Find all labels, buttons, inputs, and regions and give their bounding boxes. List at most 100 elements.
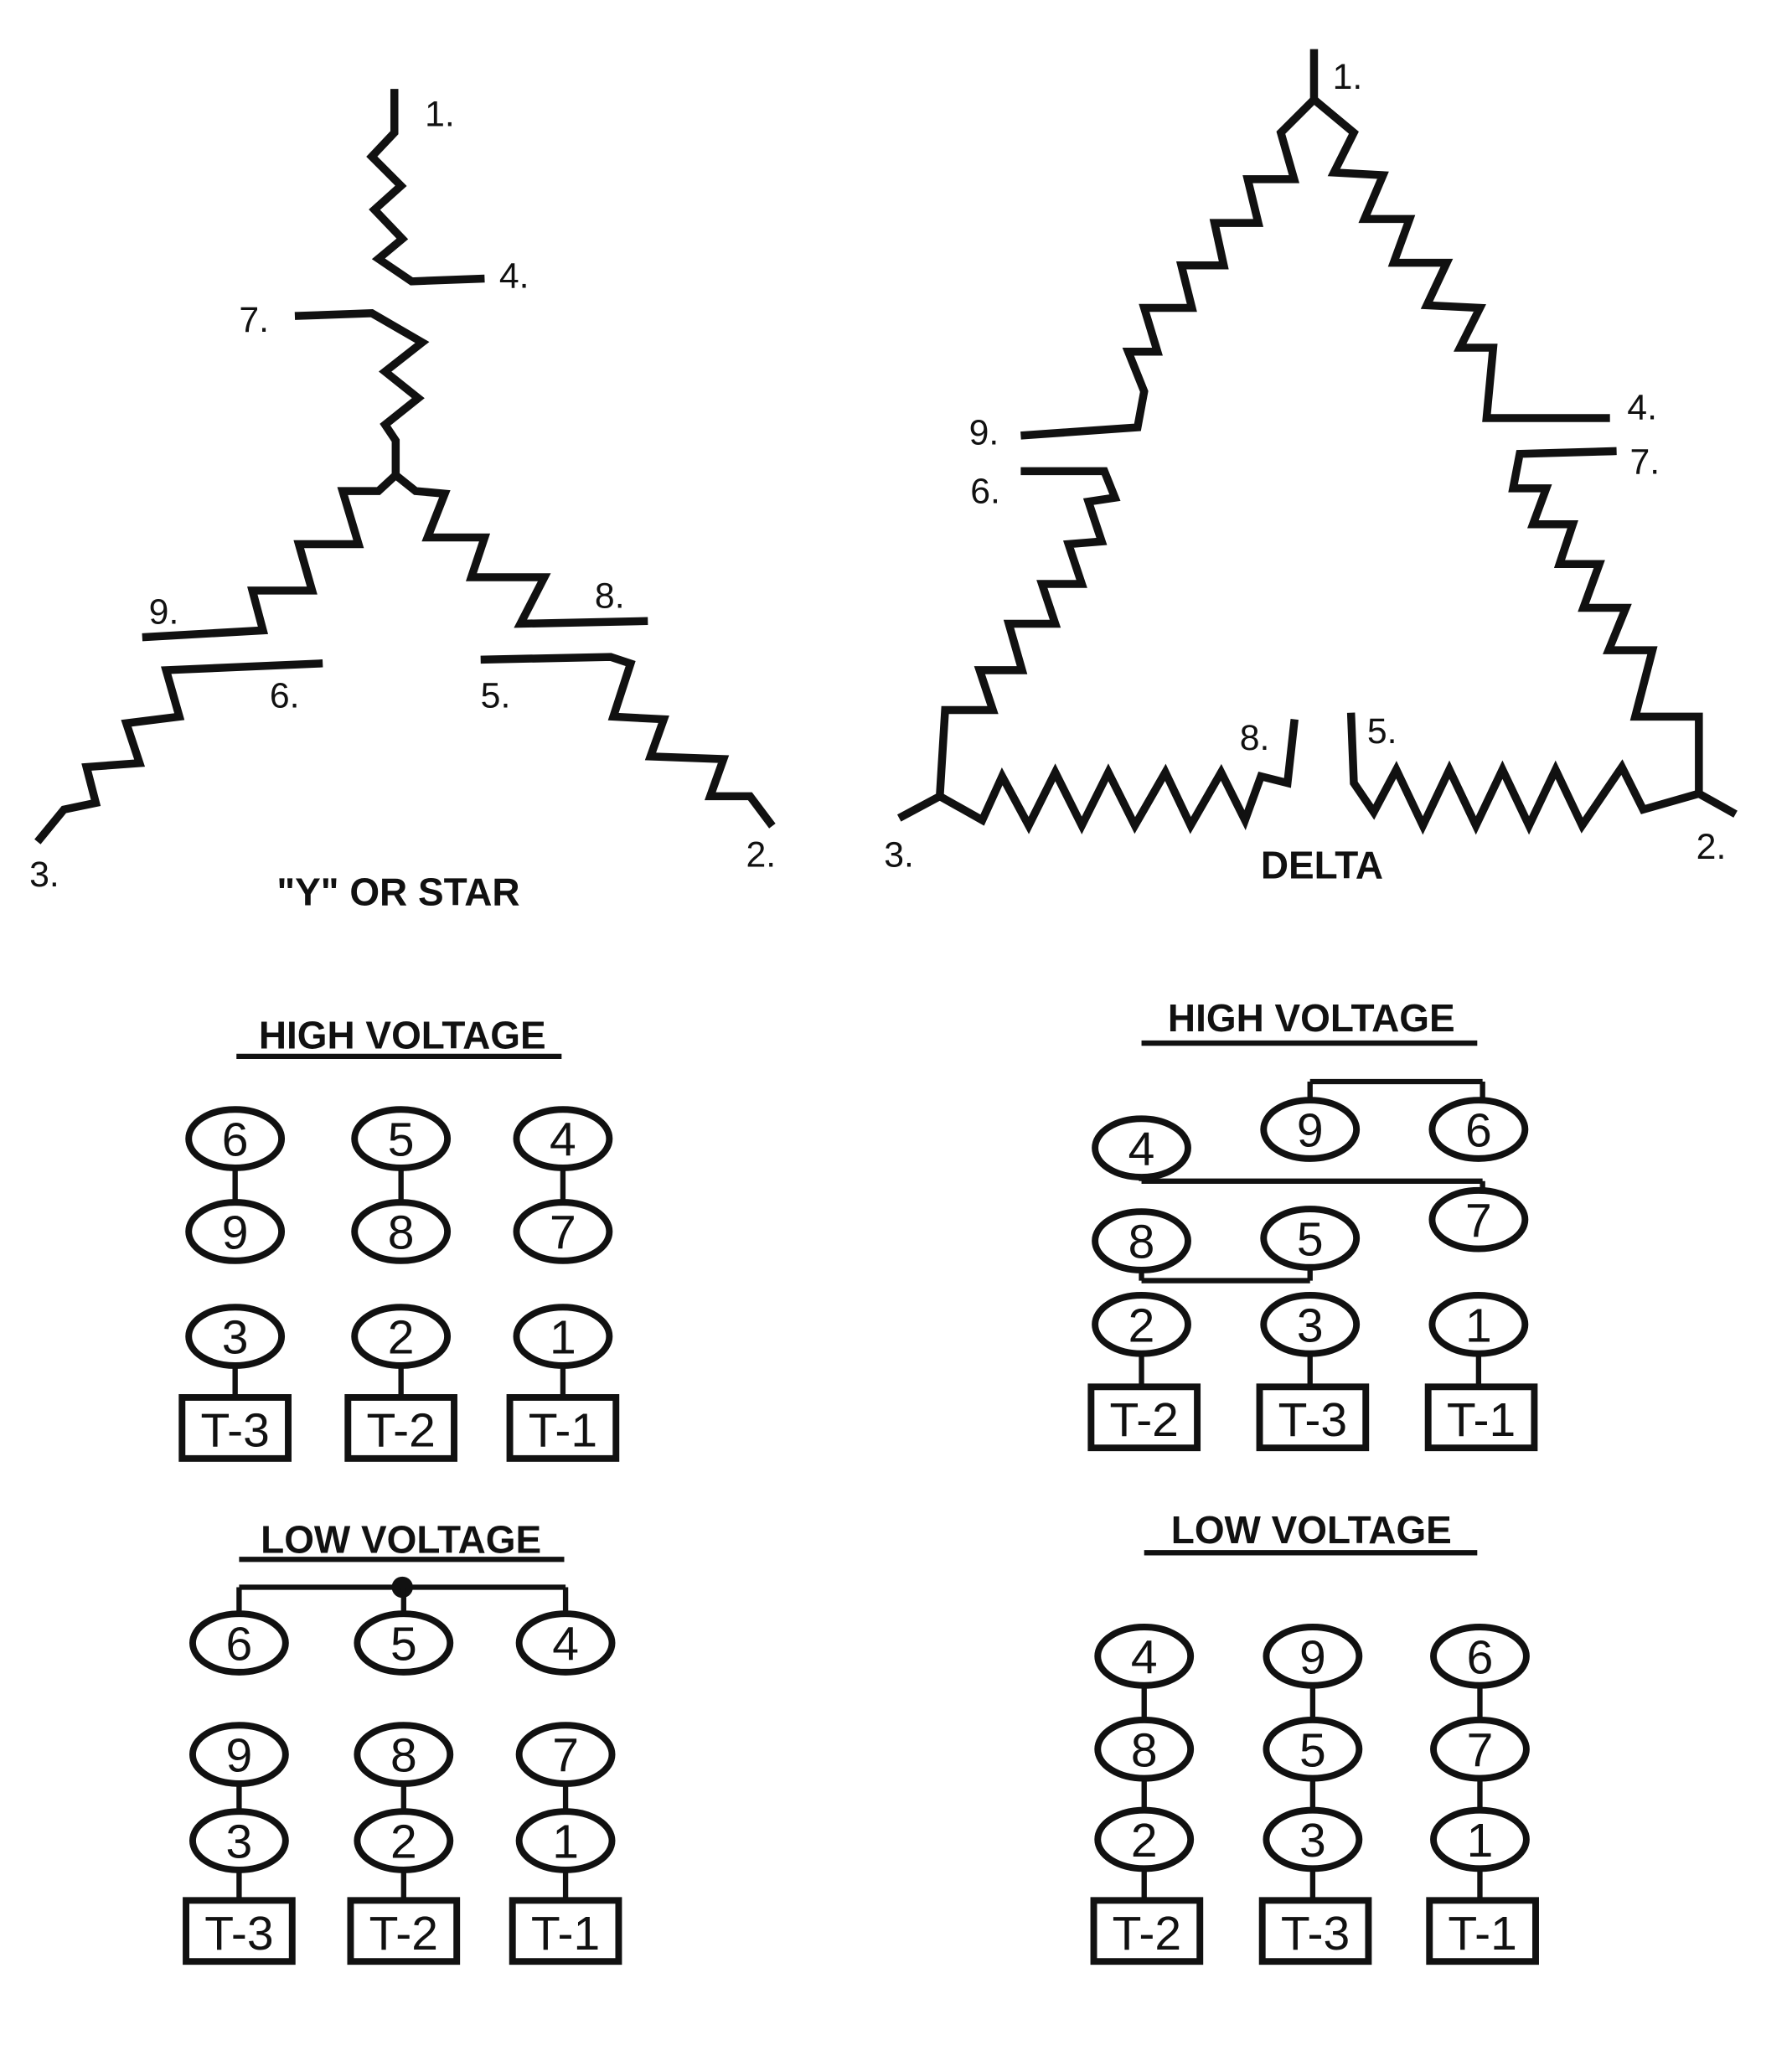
lead-number: 9	[1299, 1630, 1326, 1684]
oval-outline	[1092, 1208, 1191, 1273]
lead-oval: 1	[513, 1304, 613, 1369]
oval-outline	[515, 1610, 616, 1676]
oval-outline	[1260, 1292, 1361, 1357]
lead-oval: 2	[354, 1808, 454, 1873]
coil-1-9	[1020, 94, 1320, 440]
oval-outline	[1260, 1097, 1361, 1162]
lead-number: 1	[552, 1816, 579, 1869]
terminal-label: T-1	[529, 1404, 597, 1458]
lead-oval: 1	[1430, 1806, 1530, 1872]
lead-oval: 4	[1092, 1115, 1191, 1180]
lead-number: 3	[222, 1311, 249, 1365]
terminal-box: T-1	[506, 1394, 620, 1462]
coil-9	[142, 469, 402, 642]
lead-label-1: 1.	[1333, 57, 1363, 97]
terminal-box: T-1	[1426, 1897, 1539, 1965]
lead-number: 5	[1299, 1723, 1326, 1777]
terminal-box: T-2	[347, 1897, 461, 1965]
delta-schematic: 1.4.9.7.6.8.5.3.2.DELTA	[884, 49, 1738, 887]
lead-label-4: 4.	[1627, 388, 1657, 428]
terminal-outline	[178, 1394, 292, 1462]
oval-outline	[189, 1722, 289, 1787]
terminal-box: T-3	[183, 1897, 296, 1965]
terminal-label: T-3	[204, 1907, 273, 1960]
lead-oval: 7	[513, 1199, 613, 1264]
lead-label-3: 3.	[29, 855, 59, 895]
oval-outline	[1430, 1716, 1530, 1782]
terminal-outline	[1087, 1383, 1201, 1452]
oval-outline	[1428, 1186, 1529, 1253]
lead-label-5: 5.	[1367, 711, 1397, 752]
lead-number: 4	[1128, 1123, 1155, 1176]
lead-oval: 3	[189, 1808, 289, 1873]
lead-label-6: 6.	[970, 471, 1000, 511]
lead-number: 9	[222, 1206, 249, 1260]
terminal-outline	[1424, 1383, 1538, 1452]
oval-outline	[351, 1199, 452, 1264]
lead-number: 1	[550, 1311, 576, 1365]
lead-label-2: 2.	[1696, 827, 1727, 867]
terminal-label: T-3	[1278, 1393, 1347, 1447]
terminal-label: T-1	[531, 1907, 600, 1960]
terminal-outline	[1258, 1897, 1372, 1965]
lead-oval: 1	[1428, 1292, 1529, 1357]
lead-number: 7	[552, 1729, 579, 1783]
oval-outline	[354, 1808, 454, 1873]
coil-8	[390, 469, 648, 628]
oval-outline	[1263, 1806, 1363, 1872]
lead-label-8: 8.	[1240, 718, 1270, 758]
lead-oval: 5	[351, 1106, 452, 1171]
delta-title: DELTA	[1261, 844, 1383, 887]
coil-5-2	[1346, 712, 1738, 835]
lead-number: 1	[1467, 1814, 1494, 1867]
lead-oval: 9	[185, 1199, 286, 1264]
lead-oval: 7	[515, 1722, 616, 1787]
terminal-outline	[344, 1394, 457, 1462]
terminal-label: T-3	[1281, 1907, 1350, 1960]
oval-outline	[515, 1722, 616, 1787]
oval-outline	[1094, 1806, 1195, 1872]
lead-oval: 6	[189, 1610, 289, 1676]
terminal-outline	[506, 1394, 620, 1462]
lead-oval: 8	[351, 1199, 452, 1264]
oval-outline	[351, 1106, 452, 1171]
lead-label-7: 7.	[239, 300, 269, 340]
terminal-outline	[183, 1897, 296, 1965]
lead-label-6: 6.	[270, 675, 300, 715]
lead-number: 2	[1128, 1299, 1155, 1352]
terminal-box: T-1	[1424, 1383, 1538, 1452]
lead-number: 8	[388, 1206, 415, 1260]
lead-oval: 7	[1428, 1186, 1529, 1253]
oval-outline	[185, 1199, 286, 1264]
lead-oval: 2	[351, 1304, 452, 1369]
lead-oval: 3	[185, 1304, 286, 1369]
terminal-outline	[347, 1897, 461, 1965]
lead-label-4: 4.	[499, 256, 529, 297]
terminal-box: T-2	[1087, 1383, 1201, 1452]
oval-outline	[513, 1106, 613, 1171]
oval-outline	[1430, 1806, 1530, 1872]
oval-outline	[1092, 1292, 1191, 1357]
lead-number: 4	[550, 1113, 576, 1167]
lead-number: 6	[222, 1113, 249, 1167]
lead-oval: 6	[1428, 1097, 1529, 1162]
lead-number: 3	[226, 1816, 253, 1869]
lead-label-1: 1.	[425, 94, 455, 134]
oval-outline	[1094, 1716, 1195, 1782]
coil-6-3	[896, 467, 1121, 822]
coil-3-8	[934, 719, 1299, 834]
terminal-box: T-3	[1256, 1383, 1370, 1452]
lead-number: 2	[388, 1311, 415, 1365]
oval-outline	[1428, 1097, 1529, 1162]
coil-3-6	[34, 659, 323, 845]
lead-number: 2	[390, 1816, 417, 1869]
lead-oval: 9	[1263, 1624, 1363, 1689]
oval-outline	[1260, 1206, 1361, 1271]
lead-oval: 9	[189, 1722, 289, 1787]
delta-low-voltage-title: LOW VOLTAGE	[1171, 1508, 1452, 1552]
lead-number: 5	[1297, 1212, 1324, 1266]
